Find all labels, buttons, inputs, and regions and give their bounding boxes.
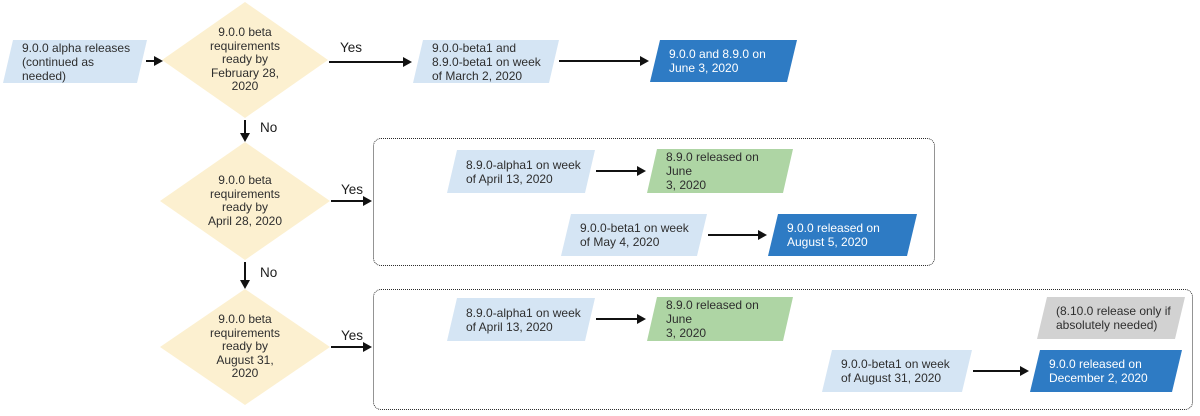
- arrow-alpha-to-decision-feb: [146, 56, 163, 66]
- label-yes-feb: Yes: [340, 40, 363, 55]
- node-note-8100: (8.10.0 release only if absolutely neede…: [1037, 297, 1185, 339]
- node-beta1-march: 9.0.0-beta1 and 8.9.0-beta1 on week of M…: [413, 40, 559, 83]
- node-alpha1-april-bot: 8.9.0-alpha1 on week of April 13, 2020: [447, 298, 595, 341]
- label-yes-aug: Yes: [341, 328, 364, 343]
- arrow-beta1-aug-to-900-dec: [973, 366, 1029, 376]
- arrow-beta1-may-to-900-aug: [708, 230, 767, 240]
- arrow-yes-apr: [331, 196, 372, 206]
- node-release-890-june-bot: 8.9.0 released on June 3, 2020: [647, 297, 793, 341]
- node-release-both-june: 9.0.0 and 8.9.0 on June 3, 2020: [650, 40, 797, 82]
- label-no-apr: No: [260, 265, 278, 280]
- arrow-yes-feb: [329, 57, 412, 67]
- node-release-890-june-mid: 8.9.0 released on June 3, 2020: [647, 149, 793, 193]
- node-release-900-aug: 9.0.0 released on August 5, 2020: [768, 214, 917, 256]
- decision-aug-31: 9.0.0 beta requirements ready by August …: [160, 289, 330, 405]
- arrow-no-feb: [240, 120, 250, 142]
- label-no-feb: No: [260, 120, 278, 135]
- node-alpha1-april-mid: 8.9.0-alpha1 on week of April 13, 2020: [447, 150, 595, 193]
- arrow-alpha1-to-890-bot: [596, 314, 646, 324]
- arrow-no-apr: [240, 262, 250, 289]
- decision-feb-28: 9.0.0 beta requirements ready by Februar…: [162, 2, 328, 118]
- group-august-plan: [373, 289, 1193, 410]
- group-april-plan: [373, 138, 935, 266]
- arrow-beta1-to-release-june: [559, 56, 649, 66]
- decision-apr-28: 9.0.0 beta requirements ready by April 2…: [160, 142, 330, 260]
- arrow-alpha1-to-890-mid: [596, 166, 646, 176]
- arrow-yes-aug: [331, 342, 372, 352]
- node-release-900-dec: 9.0.0 released on December 2, 2020: [1030, 350, 1182, 392]
- node-alpha-releases: 9.0.0 alpha releases (continued as neede…: [3, 40, 147, 83]
- node-beta1-may: 9.0.0-beta1 on week of May 4, 2020: [561, 214, 707, 256]
- label-yes-apr: Yes: [341, 182, 364, 197]
- node-beta1-aug: 9.0.0-beta1 on week of August 31, 2020: [822, 350, 972, 392]
